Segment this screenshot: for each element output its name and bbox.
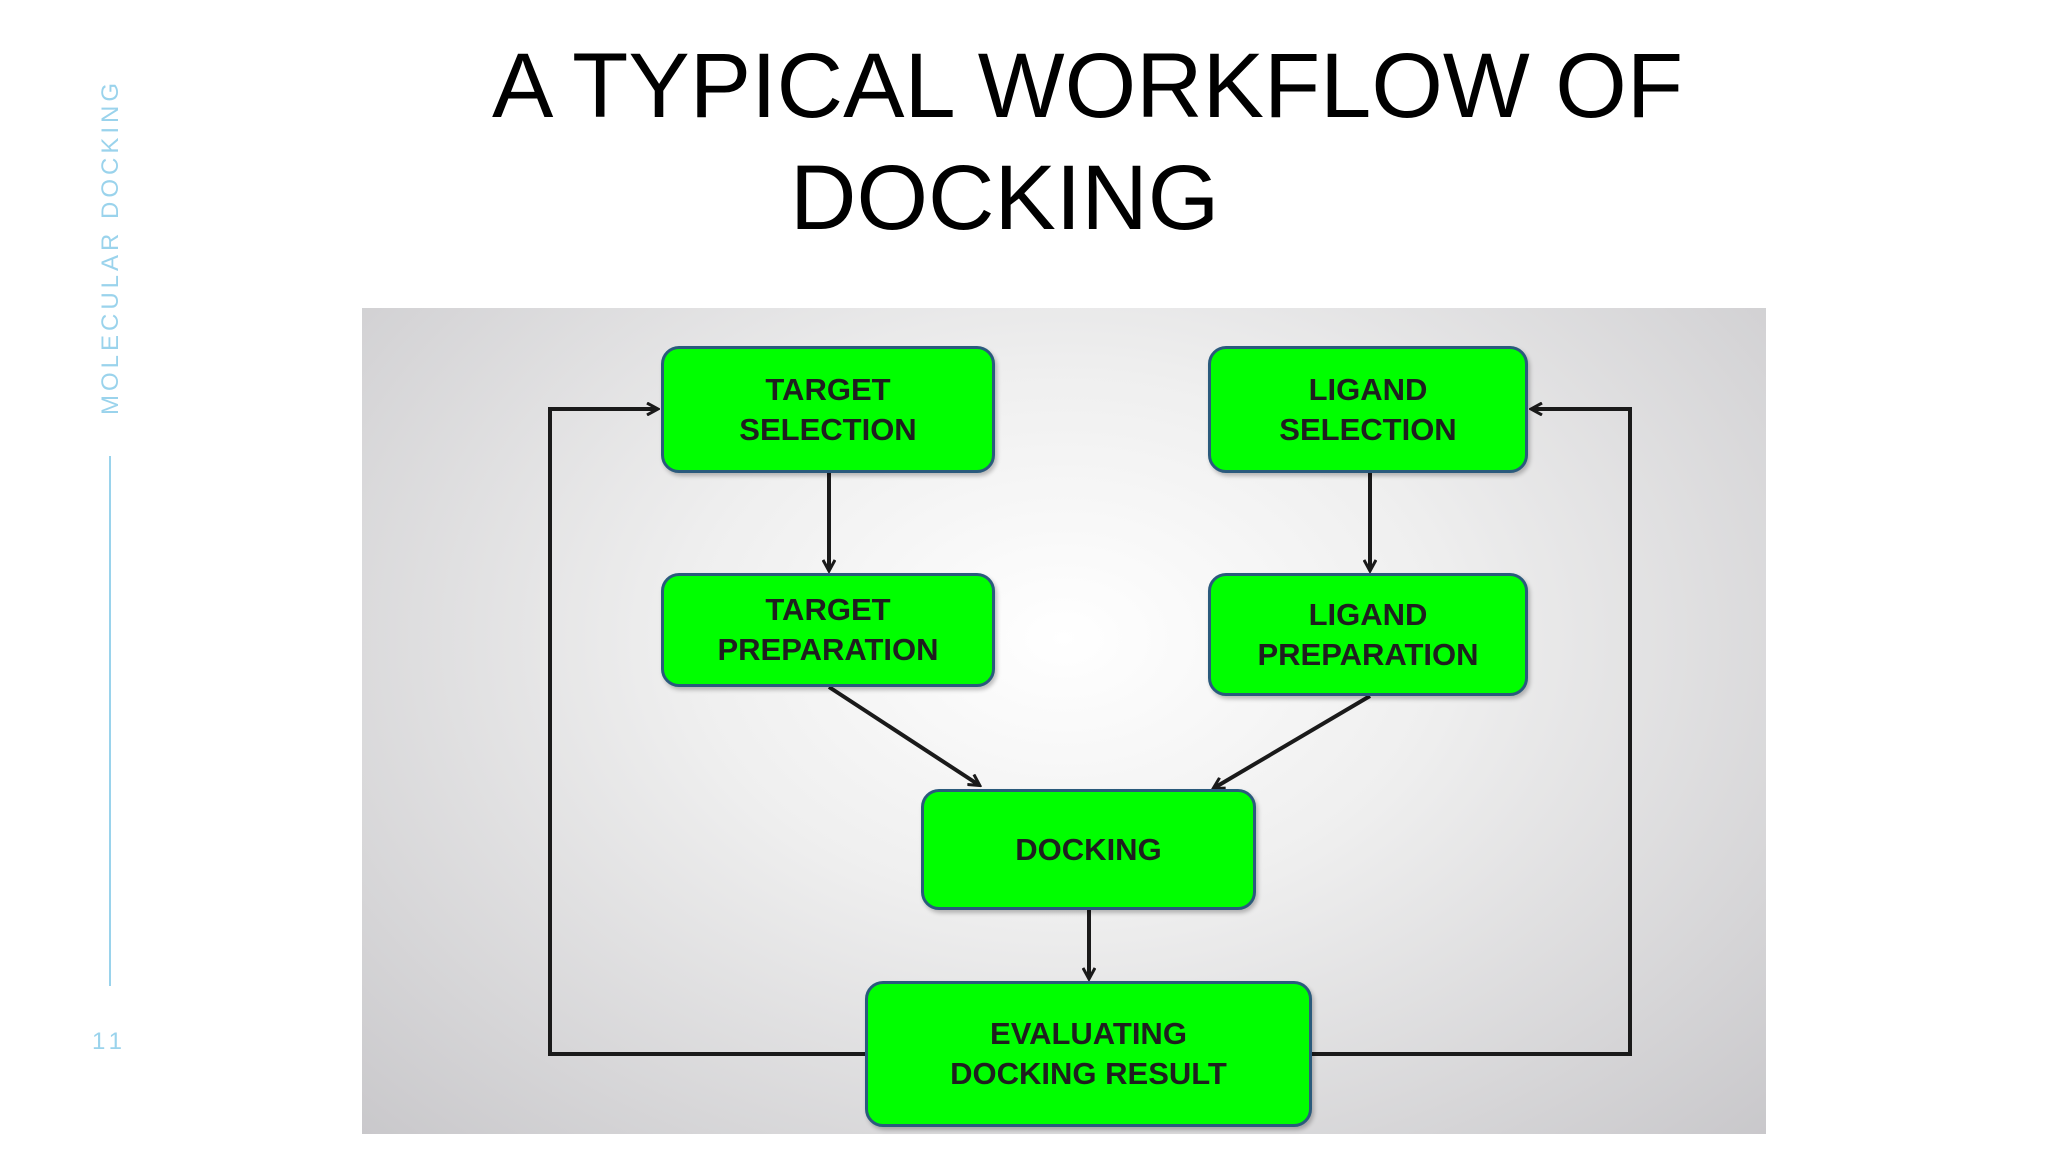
slide-title-line-2: DOCKING bbox=[790, 147, 1220, 249]
section-label: MOLECULAR DOCKING bbox=[97, 78, 124, 415]
node-target-preparation: TARGET PREPARATION bbox=[661, 573, 995, 687]
slide-title: A TYPICAL WORKFLOW OF DOCKING bbox=[360, 30, 1760, 254]
section-divider bbox=[109, 456, 111, 986]
arrow-ligand-preparation-to-docking bbox=[1214, 694, 1372, 788]
workflow-connectors bbox=[548, 308, 1632, 1056]
feedback-arrow-to-target-selection bbox=[548, 409, 865, 1056]
page-number: 11 bbox=[92, 1028, 127, 1055]
node-ligand-preparation: LIGAND PREPARATION bbox=[1208, 573, 1528, 696]
arrow-target-preparation-to-docking bbox=[827, 685, 979, 785]
feedback-arrow-to-ligand-selection bbox=[1312, 409, 1632, 1056]
slide-title-line-1: A TYPICAL WORKFLOW OF bbox=[492, 35, 1684, 137]
node-evaluating-docking-result: EVALUATING DOCKING RESULT bbox=[865, 981, 1312, 1127]
node-docking: DOCKING bbox=[921, 789, 1256, 910]
node-ligand-selection: LIGAND SELECTION bbox=[1208, 346, 1528, 473]
node-target-selection: TARGET SELECTION bbox=[661, 346, 995, 473]
workflow-diagram: TARGET SELECTION LIGAND SELECTION TARGET… bbox=[362, 308, 1766, 1134]
